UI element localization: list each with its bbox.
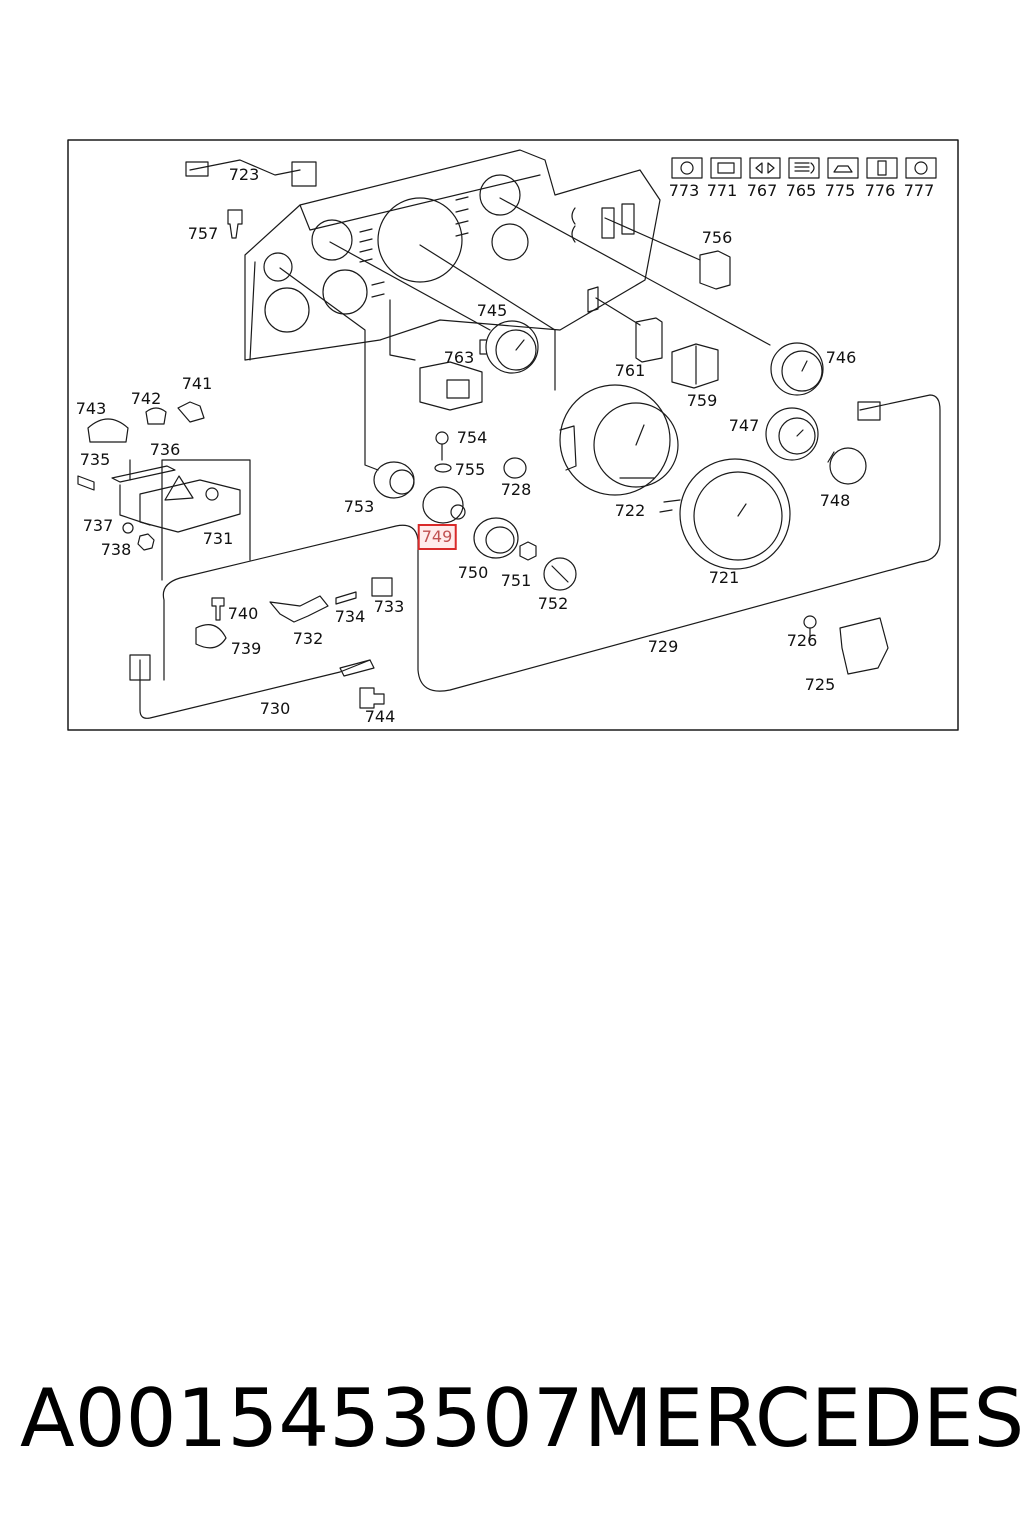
callout-735: 735 (79, 450, 111, 469)
callout-736: 736 (149, 440, 181, 459)
brand-name: MERCEDES (583, 1371, 1024, 1465)
callout-739: 739 (230, 639, 262, 658)
callout-741: 741 (181, 374, 213, 393)
callout-742: 742 (130, 389, 162, 408)
callout-757: 757 (187, 224, 219, 243)
callout-752: 752 (537, 594, 569, 613)
leader-753 (279, 267, 379, 471)
callout-732: 732 (292, 629, 324, 648)
callout-759: 759 (686, 391, 718, 410)
callout-740: 740 (227, 604, 259, 623)
callout-737: 737 (82, 516, 114, 535)
callout-734: 734 (334, 607, 366, 626)
callout-775: 775 (824, 181, 856, 200)
callout-776: 776 (864, 181, 896, 200)
callout-756: 756 (701, 228, 733, 247)
callout-750: 750 (457, 563, 489, 582)
callout-767: 767 (746, 181, 778, 200)
callout-721: 721 (708, 568, 740, 587)
callout-747: 747 (728, 416, 760, 435)
callout-763: 763 (443, 348, 475, 367)
callout-749-highlighted: 749 (417, 524, 457, 550)
callout-744: 744 (364, 707, 396, 726)
diagram-drawing (67, 139, 959, 731)
callout-731: 731 (202, 529, 234, 548)
callout-725: 725 (804, 675, 836, 694)
diagram-frame (67, 139, 959, 731)
callout-722: 722 (614, 501, 646, 520)
callout-733: 733 (373, 597, 405, 616)
callout-751: 751 (500, 571, 532, 590)
callout-753: 753 (343, 497, 375, 516)
symbol-boxes (671, 157, 937, 179)
dashboard-outline (244, 149, 661, 361)
callout-771: 771 (706, 181, 738, 200)
callout-765: 765 (785, 181, 817, 200)
callout-728: 728 (500, 480, 532, 499)
callout-745: 745 (476, 301, 508, 320)
callout-754: 754 (456, 428, 488, 447)
callout-743: 743 (75, 399, 107, 418)
callout-748: 748 (819, 491, 851, 510)
callout-730: 730 (259, 699, 291, 718)
callout-723: 723 (228, 165, 260, 184)
part-caption: A0015453507 MERCEDES (20, 1368, 1024, 1468)
callout-746: 746 (825, 348, 857, 367)
callout-777: 777 (903, 181, 935, 200)
callout-755: 755 (454, 460, 486, 479)
part-number: A0015453507 (20, 1371, 584, 1465)
callout-761: 761 (614, 361, 646, 380)
callout-729: 729 (647, 637, 679, 656)
callout-726: 726 (786, 631, 818, 650)
parts-diagram: 723 757 773 771 767 765 775 776 777 756 … (0, 0, 1024, 760)
callout-738: 738 (100, 540, 132, 559)
callout-773: 773 (668, 181, 700, 200)
